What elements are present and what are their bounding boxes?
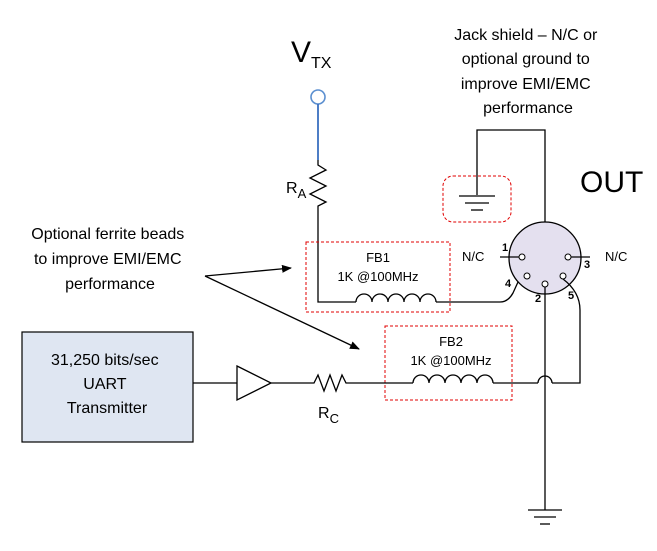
out-label: OUT	[580, 166, 643, 199]
pin-4	[523, 272, 531, 280]
nc-right-label: N/C	[605, 249, 627, 264]
fb1-to-pin4-wire	[436, 281, 519, 303]
buffer-triangle	[236, 364, 273, 402]
ra-to-fb1-wire	[317, 210, 356, 303]
arrow-to-fb1	[204, 264, 292, 277]
pin4-label: 4	[505, 278, 512, 290]
rc-label: RC	[318, 405, 339, 426]
fb1-value: 1K @100MHz	[337, 269, 418, 284]
fb2-dashed-box	[384, 325, 513, 401]
pin1-label: 1	[502, 242, 508, 254]
pin-2	[541, 280, 549, 288]
uart-label: 31,250 bits/sec UART Transmitter	[51, 352, 163, 417]
fb1-dashed-box	[305, 241, 451, 313]
shield-ground-dashed-box	[442, 175, 512, 223]
shield-wire	[476, 129, 546, 222]
vtx-terminal	[310, 89, 326, 105]
fb2-value: 1K @100MHz	[410, 353, 491, 368]
pin5-wire	[552, 278, 581, 384]
pin2-label: 2	[535, 293, 541, 305]
arrow-to-fb2	[204, 275, 360, 350]
ra-resistor	[308, 160, 328, 210]
crossover-hop	[537, 375, 553, 384]
jack-shield-note: Jack shield – N/C or optional ground to …	[454, 27, 602, 117]
pin-3	[564, 253, 572, 261]
fb1-name: FB1	[366, 250, 390, 265]
fb2-name: FB2	[439, 334, 463, 349]
nc-left-label: N/C	[462, 249, 484, 264]
pin-5	[559, 272, 567, 280]
ra-label: RA	[286, 180, 307, 201]
rc-resistor	[308, 373, 350, 393]
pin3-label: 3	[584, 259, 590, 271]
vtx-label: VTX	[291, 36, 332, 72]
uart-transmitter-box	[21, 331, 194, 443]
shield-ground-symbol	[459, 195, 495, 211]
fb2-inductor	[412, 374, 494, 384]
ferrite-bead-note: Optional ferrite beads to improve EMI/EM…	[31, 226, 188, 293]
pin-1	[518, 253, 526, 261]
pin5-label: 5	[568, 290, 574, 302]
ground-symbol	[528, 509, 562, 525]
fb1-inductor	[355, 293, 437, 303]
